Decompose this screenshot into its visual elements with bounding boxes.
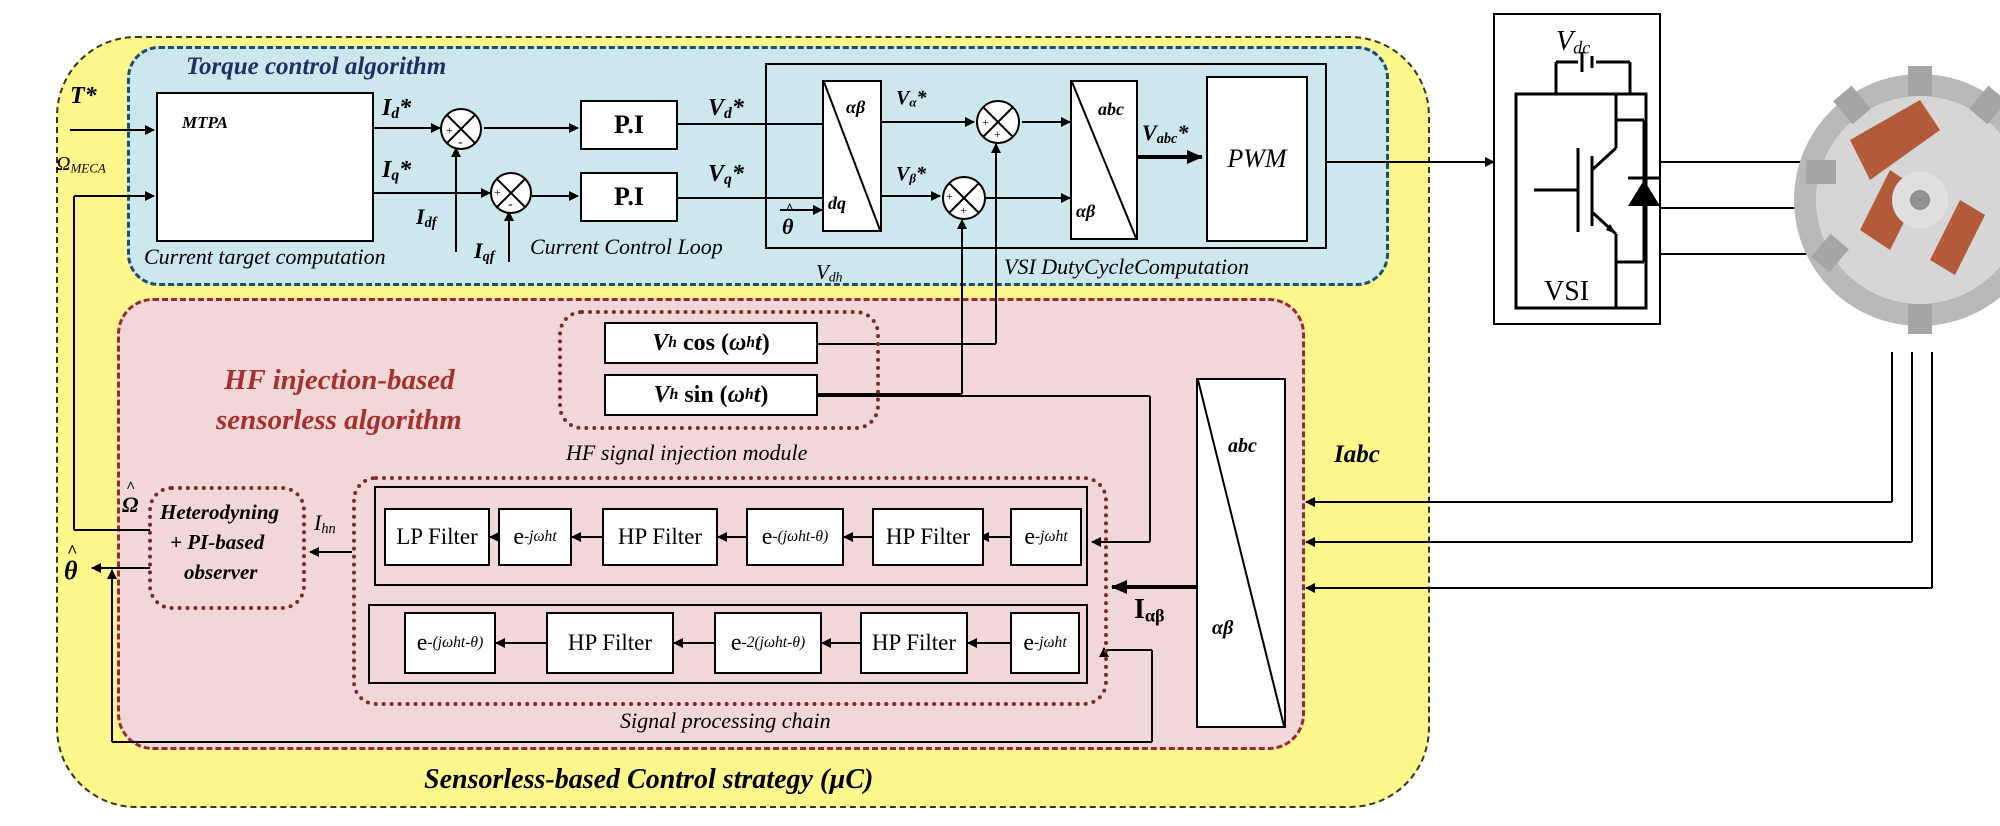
vabc-ref-label: Vabc* (1142, 120, 1189, 147)
chain-row1-filter-2: HP Filter (602, 508, 718, 566)
chain-row1-exp-1: e-jωht (498, 508, 572, 566)
chain-row1-exp-5: e-jωht (1010, 508, 1082, 566)
motor-graphic (1794, 66, 2000, 334)
theta-hat-output-label: ^θ (64, 541, 78, 585)
observer-line3: observer (184, 560, 258, 584)
hf-injection-title-line2: sensorless algorithm (216, 404, 462, 436)
observer-line1: Heterodyning (160, 500, 279, 524)
hf-injection-title-line1: HF injection-based (224, 364, 455, 396)
vsi-inverter-symbol (1493, 13, 1661, 325)
hf-injection-module-box (558, 310, 880, 430)
mtpa-label: MTPA (182, 113, 228, 132)
idf-label: Idf (416, 204, 437, 231)
pwm-block: PWM (1206, 76, 1308, 242)
abc-label-measure: abc (1228, 435, 1257, 457)
iabc-label: Iabc (1334, 441, 1380, 468)
sum-q-plus: + (494, 185, 501, 199)
abc-label-top: abc (1098, 99, 1124, 119)
chain-row1-filter-4: HP Filter (872, 508, 984, 566)
sum-junction-beta (942, 176, 986, 220)
alphabeta-label-top: αβ (846, 97, 866, 117)
vsi-label: VSI (1544, 276, 1590, 307)
sum-junction-alpha (976, 100, 1020, 144)
sum-d-minus: - (458, 135, 463, 150)
alphabeta-to-abc-block (1070, 80, 1138, 240)
chain-row2-exp-0: e-(jωht-θ) (404, 612, 496, 674)
chain-row2-exp-4: e-jωht (1010, 612, 1080, 674)
omega-hat-label: ^Ω (122, 479, 139, 517)
mtpa-block (156, 92, 374, 242)
vd-ref-label: Vd* (708, 95, 744, 123)
pi-controller-q: P.I (580, 172, 678, 222)
sum-beta-plus-1: + (946, 189, 953, 203)
vq-ref-label: Vq* (708, 161, 744, 189)
omega-meca-label: ΩMECA (56, 153, 106, 176)
signal-chain-caption: Signal processing chain (620, 708, 831, 733)
torque-control-title: Torque control algorithm (186, 53, 447, 80)
valpha-label: Vα* (896, 87, 927, 110)
vsi-duty-caption: VSI DutyCycleComputation (1004, 254, 1250, 279)
signal-processing-chain-box (352, 476, 1108, 706)
abc-to-alphabeta-block (1196, 378, 1286, 728)
sum-alpha-plus-2: + (994, 127, 1001, 141)
ihn-label: Ihn (314, 510, 336, 537)
id-ref-label: Id* (382, 95, 412, 123)
alphabeta-label-measure: αβ (1212, 617, 1234, 639)
dq-label: dq (828, 193, 846, 213)
iq-ref-label: Iq* (382, 157, 412, 185)
iqf-label: Iqf (474, 238, 495, 265)
observer-line2: + PI-based (170, 530, 265, 554)
sum-d-plus: + (446, 123, 453, 137)
chain-row2-frame (368, 604, 1088, 684)
sensorless-strategy-title: Sensorless-based Control strategy (µC) (424, 764, 874, 795)
theta-hat-dq-label: ^θ (782, 201, 795, 239)
vdh-label: Vdh (816, 260, 843, 285)
chain-row2-filter-3: HP Filter (860, 612, 968, 674)
dq-to-alphabeta-block (822, 80, 882, 232)
chain-row2-filter-1: HP Filter (546, 612, 674, 674)
chain-row1-exp-3: e-(jωht-θ) (746, 508, 844, 566)
chain-row2-exp-2: e-2(jωht-θ) (714, 612, 822, 674)
sum-q-minus: - (508, 197, 513, 212)
vbeta-label: Vβ* (896, 163, 927, 186)
i-alpha-beta-label: Iαβ (1134, 594, 1165, 626)
chain-row1-filter-0: LP Filter (384, 508, 490, 566)
alphabeta-label-bottom: αβ (1076, 201, 1096, 221)
hf-module-caption: HF signal injection module (566, 440, 808, 465)
torque-reference-label: T* (70, 83, 97, 109)
observer-box (148, 486, 306, 610)
sum-junction-d (440, 108, 482, 150)
current-control-caption: Current Control Loop (530, 234, 723, 259)
chain-row1-frame (374, 486, 1088, 586)
current-target-caption: Current target computation (144, 244, 386, 269)
vdc-label: Vdc (1556, 26, 1591, 58)
pi-controller-d: P.I (580, 100, 678, 150)
sum-junction-q (490, 172, 532, 214)
sum-beta-plus-2: + (960, 203, 967, 217)
sum-alpha-plus-1: + (982, 115, 989, 129)
